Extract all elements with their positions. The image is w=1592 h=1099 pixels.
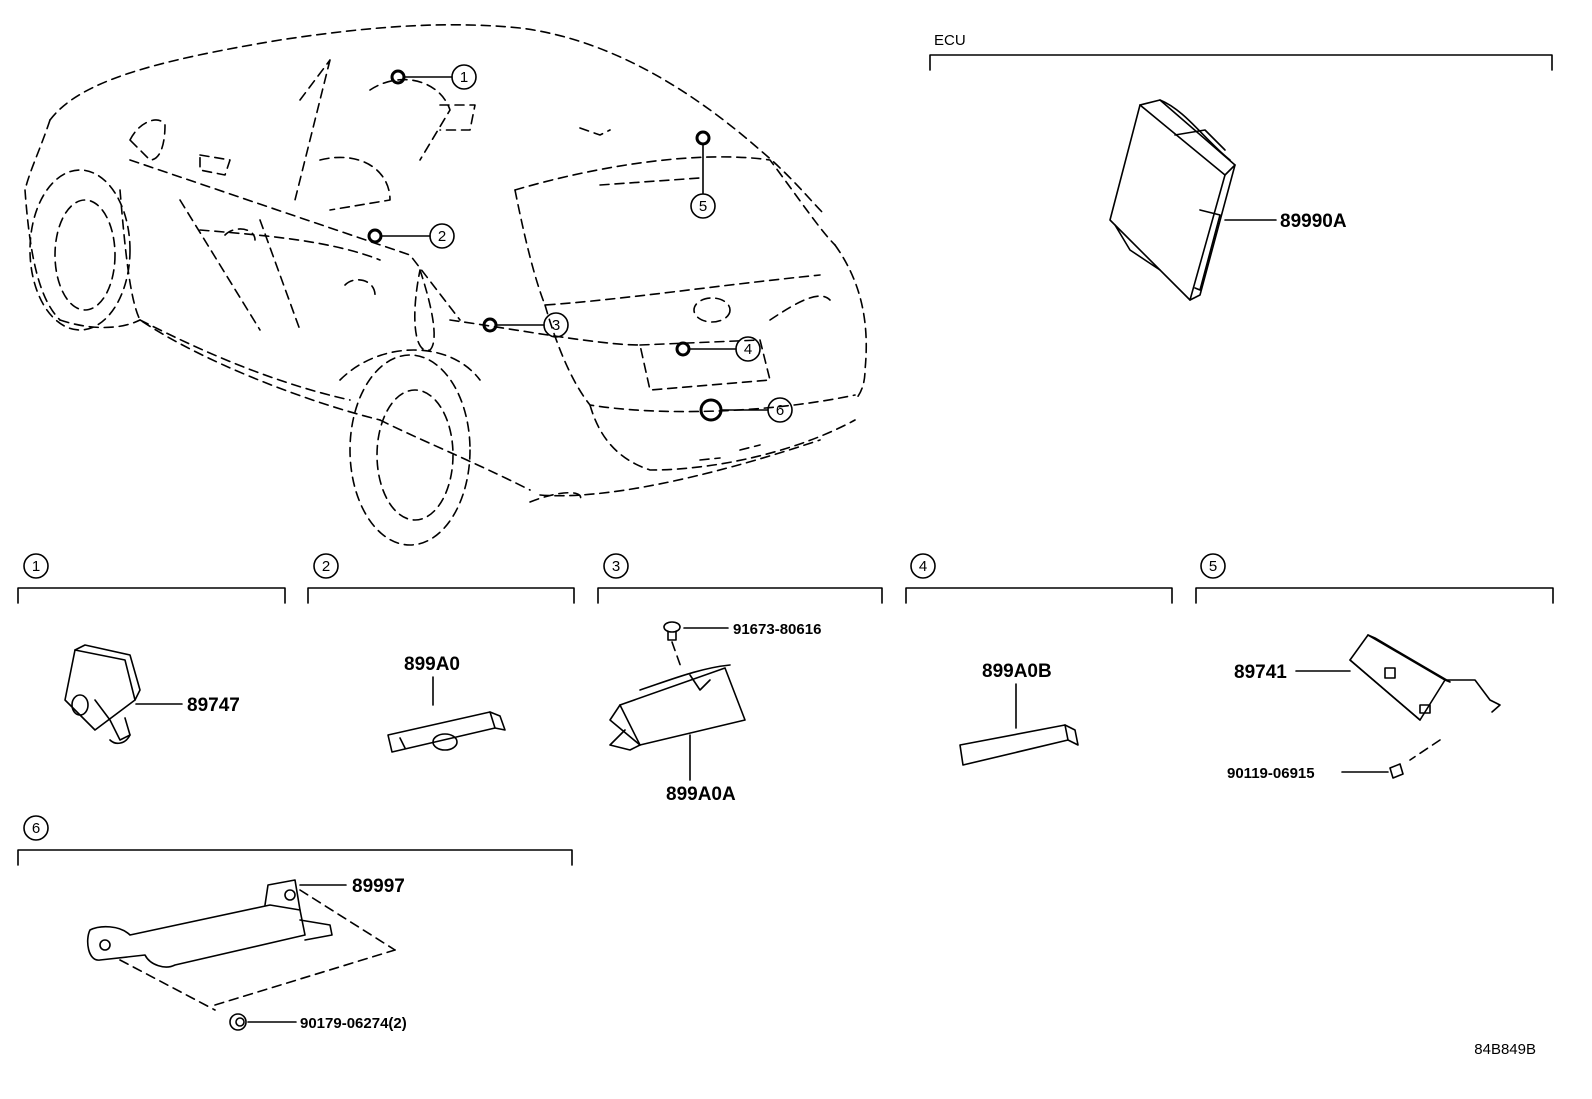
callout-label-2: 2 [438,228,446,245]
part-number-91673-80616: 91673-80616 [733,621,821,638]
sensor-location-4-marker [675,341,691,357]
ecu-section-title: ECU [934,32,966,49]
sensor-899A0A-drawing [609,664,746,751]
bolt-90119-06915-drawing [1389,763,1404,779]
callout-1 [451,64,477,90]
sensor-location-6-marker [699,398,723,422]
part-number-89990A: 89990A [1280,211,1347,232]
callout-label-6: 6 [776,402,784,419]
callout-5 [690,193,716,219]
antenna-899A0B-drawing [959,724,1079,766]
part-number-90179-06274: 90179-06274(2) [300,1015,407,1032]
callout-label-5: 5 [699,198,707,215]
callout-label-4: 4 [744,341,752,358]
callout-label-1: 1 [460,69,468,86]
sensor-location-5-marker [695,130,711,146]
section-label-2: 2 [322,558,330,575]
part-number-89747: 89747 [187,695,240,716]
section-label-4: 4 [919,558,927,575]
module-89741-drawing [1349,634,1501,761]
part-number-899A0A: 899A0A [666,784,736,805]
callout-3 [543,312,569,338]
part-number-90119-06915: 90119-06915 [1227,765,1315,782]
section-brackets [17,587,1554,866]
sensor-location-2-marker [367,228,383,244]
part-number-89741: 89741 [1234,662,1287,683]
ecu-section-bracket [929,54,1553,71]
nut-90179-06274-drawing [229,1013,247,1031]
part-number-899A0: 899A0 [404,654,460,675]
sensor-location-1-marker [390,69,406,85]
part-number-899A0B: 899A0B [982,661,1052,682]
sensor-89747-drawing [64,644,141,745]
section-label-6: 6 [32,820,40,837]
callout-6 [767,397,793,423]
antenna-899A0-drawing [387,711,506,753]
callout-label-3: 3 [552,317,560,334]
bolt-91673-80616-drawing [663,621,683,671]
sensor-89997-drawing [86,879,396,1011]
ecu-module-drawing [1109,99,1236,301]
section-number-circles [23,553,1226,841]
callout-2 [429,223,455,249]
section-label-5: 5 [1209,558,1217,575]
part-number-89997: 89997 [352,876,405,897]
diagram-reference-code: 84B849B [1474,1041,1536,1058]
car-callouts [367,64,793,423]
section-label-3: 3 [612,558,620,575]
vehicle-outline [24,24,868,546]
callout-4 [735,336,761,362]
section-label-1: 1 [32,558,40,575]
